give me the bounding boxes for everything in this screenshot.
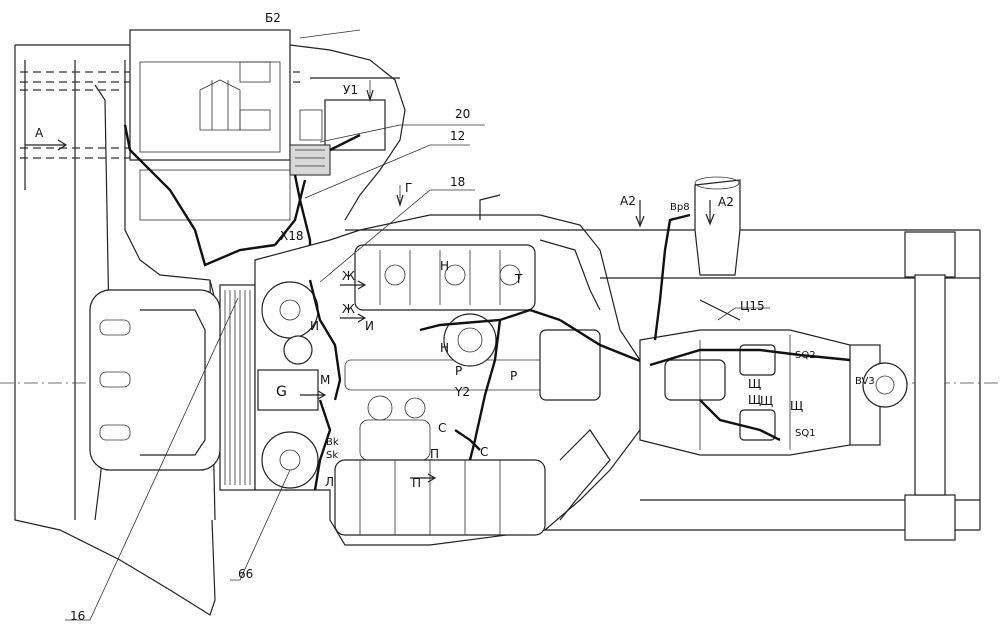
label-g: G: [276, 384, 287, 400]
view-s2: С: [480, 445, 488, 459]
view-shch4: Щ: [760, 394, 773, 408]
view-i2: И: [365, 319, 374, 333]
label-sq2: SQ2: [795, 350, 816, 361]
view-a: A: [35, 126, 44, 140]
label-b2: Б2: [265, 11, 281, 25]
label-bv3: BV3: [855, 376, 875, 387]
view-p2: П: [430, 447, 439, 461]
view-zh2: Ж: [342, 302, 355, 316]
view-shch2: Щ: [748, 393, 761, 407]
view-i1: И: [310, 319, 319, 333]
label-sk: Sk: [326, 450, 338, 461]
label-66: 66: [238, 567, 253, 581]
view-shch1: Щ: [748, 377, 761, 391]
harness-engine: [308, 279, 651, 491]
label-ts15: Ц15: [740, 299, 765, 313]
view-p1: П: [412, 476, 421, 490]
view-u1: У1: [343, 83, 358, 97]
label-16: 16: [70, 609, 85, 623]
view-l: Л: [325, 475, 334, 489]
label-vr8: Вр8: [670, 202, 690, 213]
relay-box: [289, 99, 386, 176]
view-zh1: Ж: [342, 269, 355, 283]
view-shch3: Щ: [790, 399, 803, 413]
label-12: 12: [450, 129, 465, 143]
view-g: Г: [405, 181, 412, 195]
rear-frame: [345, 176, 981, 541]
view-r1: Р: [455, 364, 462, 378]
gearbox: [639, 329, 908, 456]
battery-box: [129, 29, 291, 221]
label-bk: Bk: [326, 437, 339, 448]
view-arrows: [25, 89, 715, 483]
label-18: 18: [450, 175, 465, 189]
view-n2: Н: [440, 341, 449, 355]
engine-block: [254, 194, 641, 546]
label-y2: Y2: [454, 385, 470, 399]
callout-labels: Б2 20 12 18 16 66 X18 A2 A2 Вр8 Ц15 SQ2 …: [70, 11, 875, 623]
label-x18: X18: [280, 229, 304, 243]
label-sq1: SQ1: [795, 428, 816, 439]
label-m: M: [320, 373, 330, 387]
label-20: 20: [455, 107, 470, 121]
view-s1: С: [438, 421, 446, 435]
view-r2: Р: [510, 369, 517, 383]
label-a2-right: A2: [718, 195, 734, 209]
leader-lines: [65, 29, 770, 621]
label-a2-left: A2: [620, 194, 636, 208]
view-n1: Н: [440, 259, 449, 273]
view-labels: A У1 Г Ж Ж И И Н Н Т Р Р С С П П Л Щ Щ Щ…: [35, 83, 803, 490]
view-t: Т: [514, 272, 523, 286]
